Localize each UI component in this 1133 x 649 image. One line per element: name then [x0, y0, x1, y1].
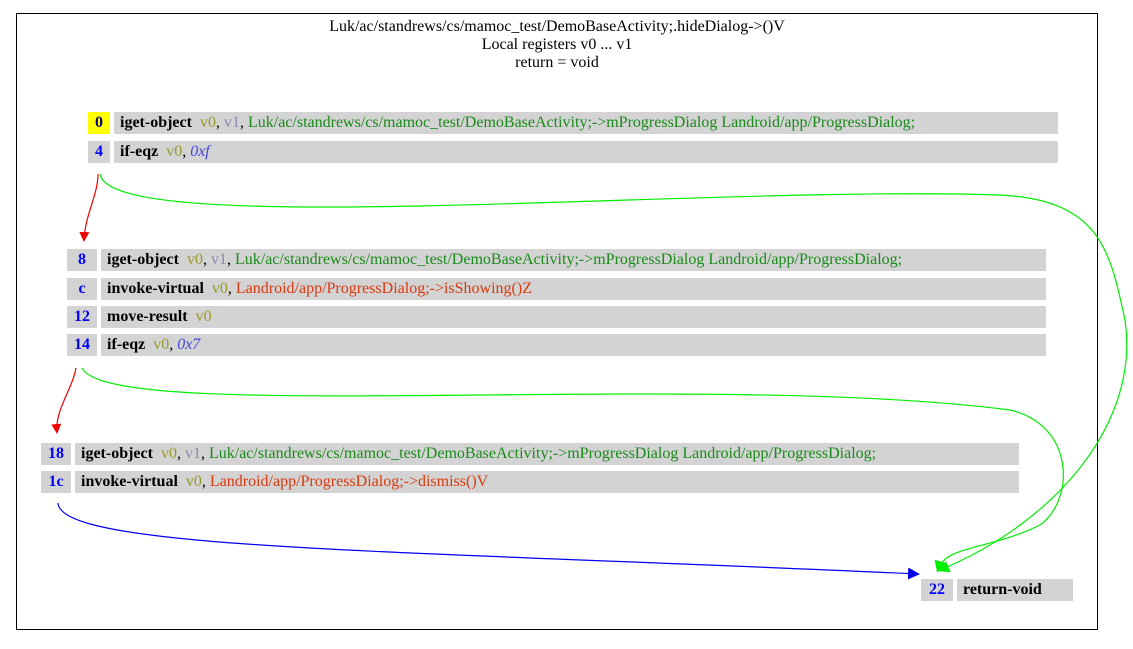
instruction-row[interactable]: 22 return-void [921, 579, 1073, 601]
instruction-body: iget-object v0, v1, Luk/ac/standrews/cs/… [101, 249, 1046, 271]
opcode: if-eqz [107, 336, 146, 353]
opcode: iget-object [107, 251, 179, 268]
opcode: invoke-virtual [81, 473, 178, 490]
instruction-body: iget-object v0, v1, Luk/ac/standrews/cs/… [75, 443, 1019, 465]
instruction-row[interactable]: 14 if-eqz v0, 0x7 [67, 334, 1046, 356]
return-type: return = void [515, 54, 599, 71]
instruction-index: 1c [41, 471, 71, 493]
edge-4-to-8 [79, 173, 99, 242]
instruction-index: 0 [88, 112, 110, 134]
opcode: move-result [107, 308, 188, 325]
method-reference: Landroid/app/ProgressDialog;->dismiss()V [209, 473, 489, 490]
branch-offset: 0x7 [177, 336, 201, 353]
edge-1c-to-22 [57, 502, 920, 580]
local-registers: Local registers v0 ... v1 [481, 36, 633, 53]
instruction-index: 8 [67, 249, 97, 271]
register: v0 [195, 308, 212, 325]
opcode: iget-object [81, 445, 153, 462]
instruction-row[interactable]: 1c invoke-virtual v0, Landroid/app/Progr… [41, 471, 1019, 493]
edge-14-to-22 [81, 367, 1064, 573]
opcode: iget-object [120, 114, 192, 131]
method-header: Luk/ac/standrews/cs/mamoc_test/DemoBaseA… [16, 18, 1098, 72]
register: v1 [184, 445, 201, 462]
register: v0 [186, 251, 203, 268]
instruction-index: 18 [41, 443, 71, 465]
instruction-index: 22 [921, 579, 953, 601]
opcode: return-void [963, 581, 1042, 598]
method-frame [16, 13, 1098, 630]
instruction-body: iget-object v0, v1, Luk/ac/standrews/cs/… [114, 112, 1058, 134]
method-reference: Landroid/app/ProgressDialog;->isShowing(… [235, 280, 532, 297]
instruction-body: if-eqz v0, 0xf [114, 141, 1058, 163]
instruction-row[interactable]: 4 if-eqz v0, 0xf [88, 141, 1058, 163]
branch-offset: 0xf [190, 143, 210, 160]
instruction-body: invoke-virtual v0, Landroid/app/Progress… [75, 471, 1019, 493]
instruction-body: if-eqz v0, 0x7 [101, 334, 1046, 356]
instruction-index: 12 [67, 306, 97, 328]
register: v1 [210, 251, 227, 268]
register: v0 [166, 143, 183, 160]
method-signature: Luk/ac/standrews/cs/mamoc_test/DemoBaseA… [329, 18, 785, 35]
register: v0 [185, 473, 202, 490]
instruction-index: c [67, 278, 97, 300]
instruction-row[interactable]: 0 iget-object v0, v1, Luk/ac/standrews/c… [88, 112, 1058, 134]
register: v0 [160, 445, 177, 462]
register: v0 [211, 280, 228, 297]
register: v0 [153, 336, 170, 353]
field-reference: Luk/ac/standrews/cs/mamoc_test/DemoBaseA… [234, 251, 903, 268]
instruction-body: move-result v0 [101, 306, 1046, 328]
instruction-row[interactable]: 8 iget-object v0, v1, Luk/ac/standrews/c… [67, 249, 1046, 271]
instruction-row[interactable]: 12 move-result v0 [67, 306, 1046, 328]
instruction-row[interactable]: 18 iget-object v0, v1, Luk/ac/standrews/… [41, 443, 1019, 465]
edge-4-to-22 [99, 173, 1128, 573]
instruction-body: invoke-virtual v0, Landroid/app/Progress… [101, 278, 1046, 300]
instruction-row[interactable]: c invoke-virtual v0, Landroid/app/Progre… [67, 278, 1046, 300]
opcode: if-eqz [120, 143, 159, 160]
instruction-index: 14 [67, 334, 97, 356]
register: v0 [199, 114, 216, 131]
instruction-index: 4 [88, 141, 110, 163]
register: v1 [223, 114, 240, 131]
edge-14-to-18 [51, 367, 77, 434]
field-reference: Luk/ac/standrews/cs/mamoc_test/DemoBaseA… [247, 114, 916, 131]
instruction-body: return-void [957, 579, 1073, 601]
field-reference: Luk/ac/standrews/cs/mamoc_test/DemoBaseA… [208, 445, 877, 462]
opcode: invoke-virtual [107, 280, 204, 297]
